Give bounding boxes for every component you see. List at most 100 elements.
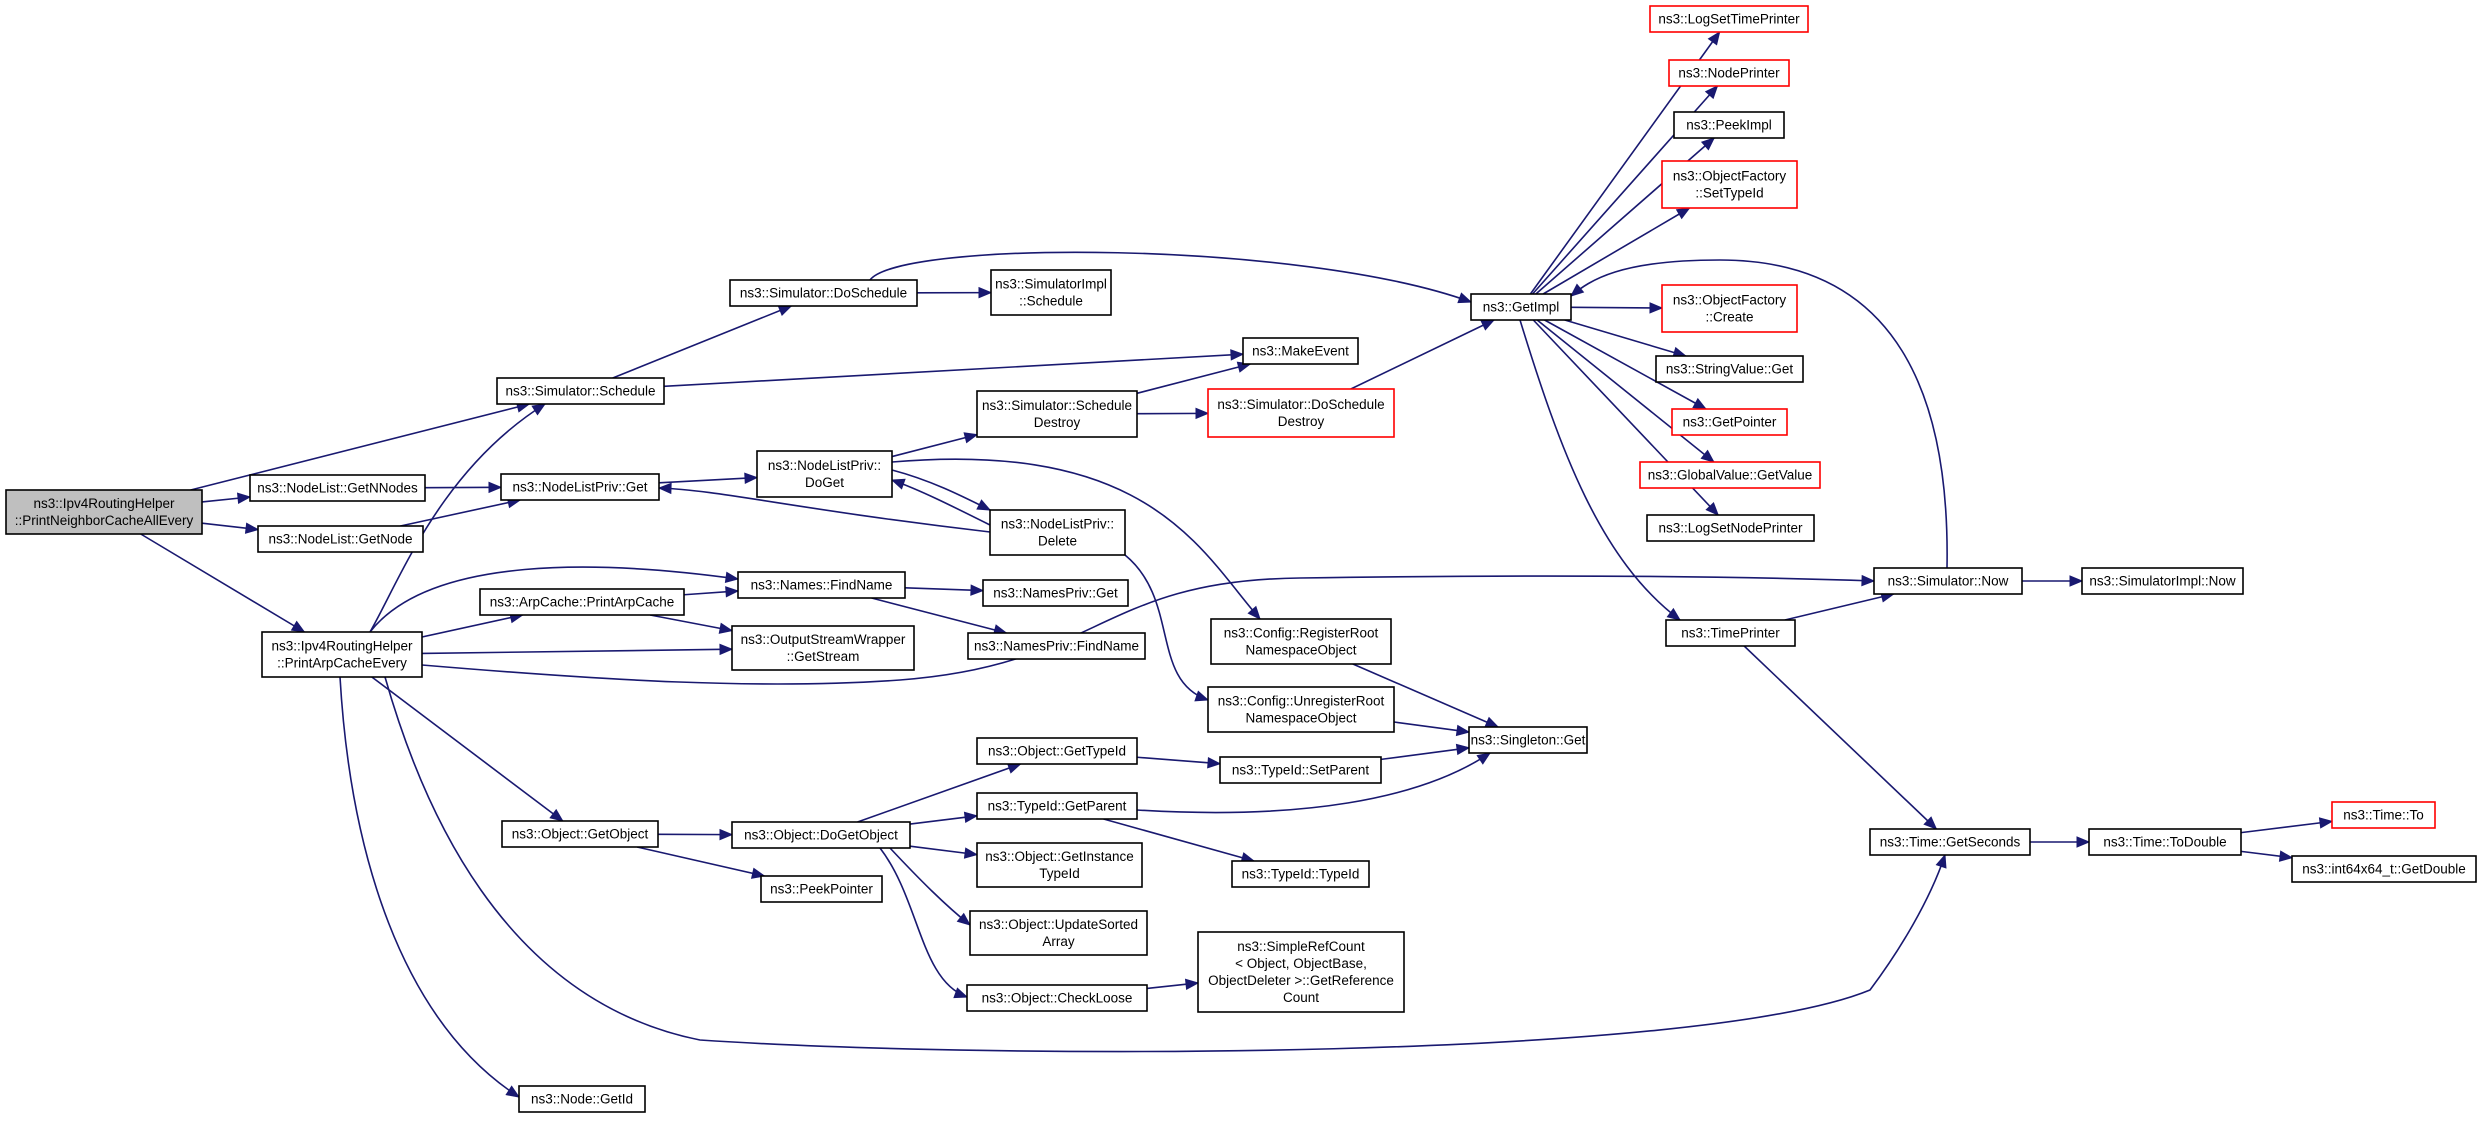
node-findname-box[interactable] [737, 571, 906, 599]
node-getimpl[interactable]: ns3::GetImpl [1470, 293, 1572, 321]
node-namesprivget[interactable]: ns3::NamesPriv::Get [982, 579, 1129, 607]
node-getnode[interactable]: ns3::NodeList::GetNode [257, 525, 424, 553]
node-getpointer[interactable]: ns3::GetPointer [1671, 408, 1788, 436]
node-getpointer-box[interactable] [1671, 408, 1788, 436]
node-root[interactable]: ns3::Ipv4RoutingHelper::PrintNeighborCac… [5, 489, 203, 535]
node-unregroot-box[interactable] [1207, 686, 1395, 733]
node-regroot-box[interactable] [1210, 618, 1392, 665]
node-ofcreate[interactable]: ns3::ObjectFactory::Create [1661, 284, 1798, 333]
node-simimplnow[interactable]: ns3::SimulatorImpl::Now [2081, 567, 2244, 595]
node-timeto-box[interactable] [2331, 801, 2436, 829]
node-nlpget[interactable]: ns3::NodeListPriv::Get [500, 473, 660, 501]
node-unregroot[interactable]: ns3::Config::UnregisterRootNamespaceObje… [1207, 686, 1395, 733]
node-getnnodes[interactable]: ns3::NodeList::GetNNodes [249, 474, 426, 502]
node-getnode-box[interactable] [257, 525, 424, 553]
node-simnow[interactable]: ns3::Simulator::Now [1873, 567, 2023, 595]
node-printarpcache[interactable]: ns3::ArpCache::PrintArpCache [479, 588, 685, 616]
node-singletonget[interactable]: ns3::Singleton::Get [1468, 726, 1588, 754]
node-checkloose-box[interactable] [966, 984, 1148, 1012]
node-stringvalueget[interactable]: ns3::StringValue::Get [1655, 355, 1804, 383]
node-globalvalue[interactable]: ns3::GlobalValue::GetValue [1639, 461, 1821, 489]
node-simnow-box[interactable] [1873, 567, 2023, 595]
node-ofsettypeid[interactable]: ns3::ObjectFactory::SetTypeId [1661, 160, 1798, 209]
node-dogetobject[interactable]: ns3::Object::DoGetObject [731, 821, 911, 849]
node-timegetseconds[interactable]: ns3::Time::GetSeconds [1869, 828, 2031, 856]
node-typeidtypeid[interactable]: ns3::TypeId::TypeId [1231, 860, 1370, 888]
node-gettypeid[interactable]: ns3::Object::GetTypeId [976, 737, 1138, 765]
node-nlpdelete-box[interactable] [989, 509, 1126, 556]
node-simimplsched[interactable]: ns3::SimulatorImpl::Schedule [990, 269, 1112, 316]
node-namesprivget-box[interactable] [982, 579, 1129, 607]
node-setparent-box[interactable] [1219, 756, 1382, 784]
node-peekimpl-box[interactable] [1673, 111, 1785, 139]
node-printarpevery-box[interactable] [261, 631, 423, 678]
node-int64getdouble-box[interactable] [2291, 855, 2477, 883]
node-timeprinter-box[interactable] [1665, 619, 1796, 647]
node-timeto[interactable]: ns3::Time::To [2331, 801, 2436, 829]
node-printarpcache-box[interactable] [479, 588, 685, 616]
node-doschedule[interactable]: ns3::Simulator::DoSchedule [729, 279, 918, 307]
node-findname[interactable]: ns3::Names::FindName [737, 571, 906, 599]
node-root-box[interactable] [5, 489, 203, 535]
node-typeidtypeid-box[interactable] [1231, 860, 1370, 888]
node-makeevent-box[interactable] [1242, 337, 1359, 365]
node-getnnodes-box[interactable] [249, 474, 426, 502]
node-sched[interactable]: ns3::Simulator::Schedule [496, 377, 665, 405]
node-nlpdoget[interactable]: ns3::NodeListPriv::DoGet [756, 450, 893, 498]
node-getstream[interactable]: ns3::OutputStreamWrapper::GetStream [731, 625, 915, 671]
node-updatesorted-box[interactable] [969, 910, 1148, 956]
node-printarpevery[interactable]: ns3::Ipv4RoutingHelper::PrintArpCacheEve… [261, 631, 423, 678]
node-timeprinter[interactable]: ns3::TimePrinter [1665, 619, 1796, 647]
node-makeevent[interactable]: ns3::MakeEvent [1242, 337, 1359, 365]
node-ofcreate-box[interactable] [1661, 284, 1798, 333]
node-setparent[interactable]: ns3::TypeId::SetParent [1219, 756, 1382, 784]
node-getimpl-box[interactable] [1470, 293, 1572, 321]
node-globalvalue-box[interactable] [1639, 461, 1821, 489]
node-nlpget-box[interactable] [500, 473, 660, 501]
node-getobject-box[interactable] [501, 820, 659, 848]
node-getobject[interactable]: ns3::Object::GetObject [501, 820, 659, 848]
node-peekpointer[interactable]: ns3::PeekPointer [760, 875, 883, 903]
node-nodeprinter-box[interactable] [1668, 59, 1790, 87]
node-checkloose[interactable]: ns3::Object::CheckLoose [966, 984, 1148, 1012]
node-ofsettypeid-box[interactable] [1661, 160, 1798, 209]
node-peekpointer-box[interactable] [760, 875, 883, 903]
node-getstream-box[interactable] [731, 625, 915, 671]
node-schedulrdestroy-box[interactable] [976, 390, 1138, 438]
node-getparent-box[interactable] [976, 792, 1138, 820]
node-singletonget-box[interactable] [1468, 726, 1588, 754]
node-getparent[interactable]: ns3::TypeId::GetParent [976, 792, 1138, 820]
node-timetodouble-box[interactable] [2088, 828, 2242, 856]
node-logsettimeprinter[interactable]: ns3::LogSetTimePrinter [1649, 5, 1809, 33]
node-peekimpl[interactable]: ns3::PeekImpl [1673, 111, 1785, 139]
node-dogetobject-box[interactable] [731, 821, 911, 849]
node-nlpdelete[interactable]: ns3::NodeListPriv::Delete [989, 509, 1126, 556]
node-nodegetid-box[interactable] [518, 1085, 646, 1113]
node-timetodouble[interactable]: ns3::Time::ToDouble [2088, 828, 2242, 856]
node-logsetnodeprinter[interactable]: ns3::LogSetNodePrinter [1646, 514, 1815, 542]
node-refcount-box[interactable] [1197, 931, 1405, 1013]
node-sched-box[interactable] [496, 377, 665, 405]
node-refcount[interactable]: ns3::SimpleRefCount< Object, ObjectBase,… [1197, 931, 1405, 1013]
node-doschedule-box[interactable] [729, 279, 918, 307]
node-doscheddestroy-box[interactable] [1207, 388, 1395, 438]
node-int64getdouble[interactable]: ns3::int64x64_t::GetDouble [2291, 855, 2477, 883]
node-simimplnow-box[interactable] [2081, 567, 2244, 595]
node-namesprivfind-box[interactable] [967, 632, 1146, 660]
node-gettypeid-box[interactable] [976, 737, 1138, 765]
node-stringvalueget-box[interactable] [1655, 355, 1804, 383]
node-logsetnodeprinter-box[interactable] [1646, 514, 1815, 542]
node-nodeprinter[interactable]: ns3::NodePrinter [1668, 59, 1790, 87]
node-namesprivfind[interactable]: ns3::NamesPriv::FindName [967, 632, 1146, 660]
node-getinstancetypeid-box[interactable] [976, 842, 1143, 888]
node-timegetseconds-box[interactable] [1869, 828, 2031, 856]
node-simimplsched-box[interactable] [990, 269, 1112, 316]
node-nodegetid[interactable]: ns3::Node::GetId [518, 1085, 646, 1113]
node-logsettimeprinter-box[interactable] [1649, 5, 1809, 33]
node-nlpdoget-box[interactable] [756, 450, 893, 498]
